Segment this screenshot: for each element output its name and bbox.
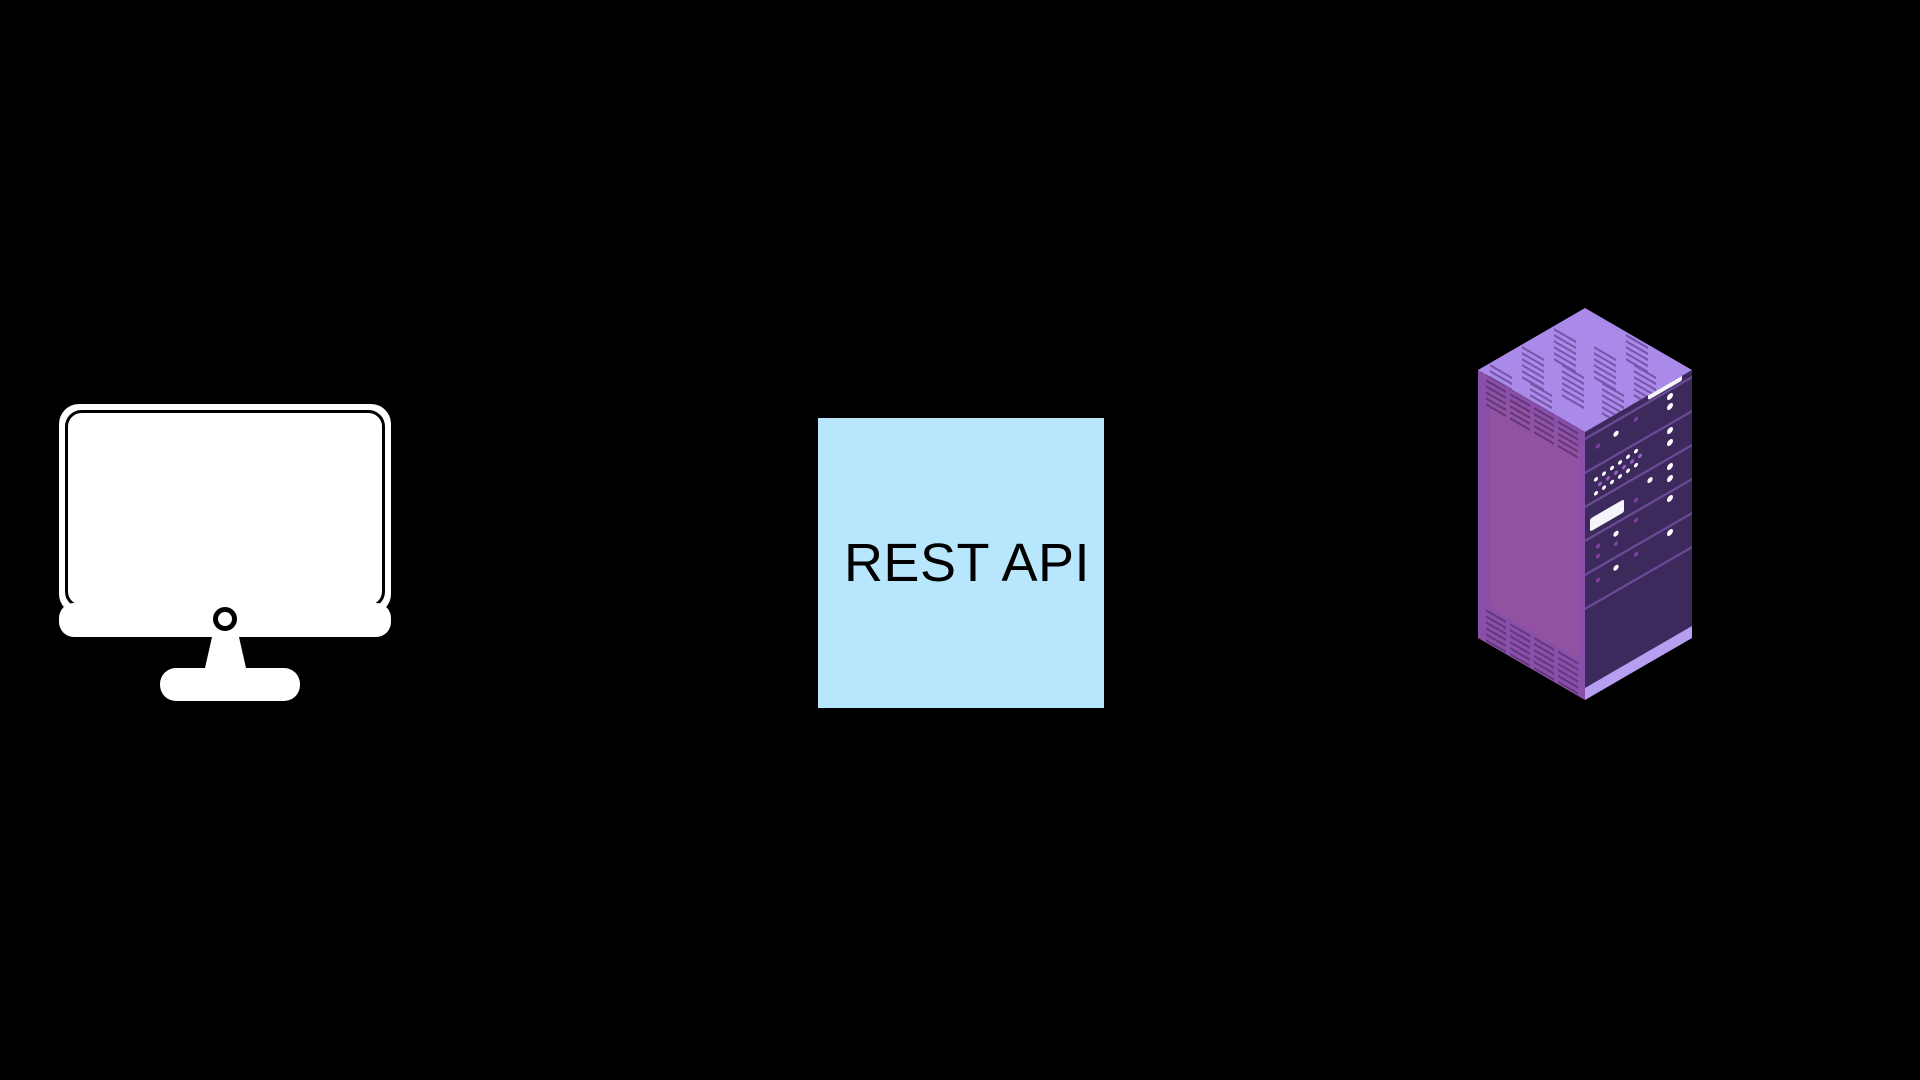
client-monitor[interactable] [55, 400, 465, 730]
rest-api-box-fill [818, 418, 1104, 708]
server-rack-node[interactable] [1470, 300, 1700, 775]
monitor-camera-icon [213, 607, 237, 631]
server-base-highlight [1585, 626, 1692, 700]
monitor-neck [205, 637, 246, 668]
monitor-screen [65, 410, 385, 608]
rest-api-node[interactable]: REST API [818, 418, 1104, 708]
server-top-face [1478, 308, 1692, 432]
server-rack-icon [1478, 308, 1692, 700]
desktop-monitor-icon [59, 404, 391, 701]
monitor-base [160, 668, 300, 701]
rest-api-label: REST API [843, 533, 1091, 593]
